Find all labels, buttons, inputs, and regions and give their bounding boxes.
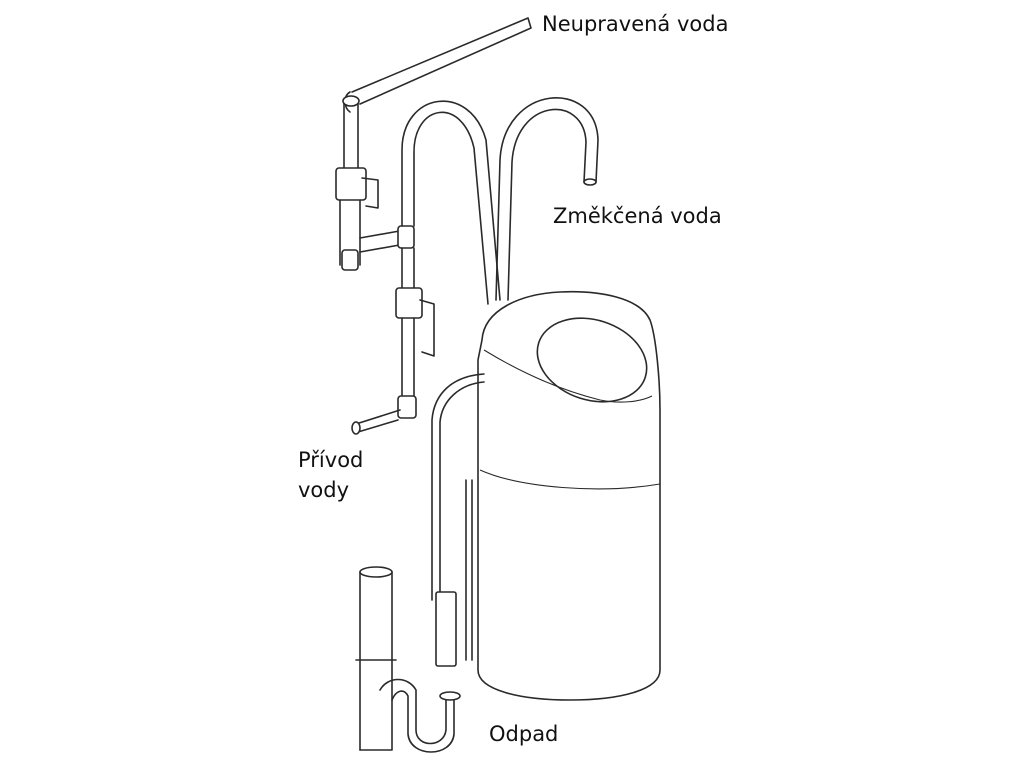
bypass-valve-upper [335, 167, 415, 271]
drain-label: Odpad [489, 722, 559, 746]
raw-water-label: Neupravená voda [542, 12, 729, 36]
left-hose [401, 100, 501, 305]
drain-standpipe [355, 566, 461, 753]
brine-tubes [431, 373, 485, 667]
softener-cabinet [477, 290, 661, 701]
inlet-valve-lower [351, 247, 435, 435]
raw-water-pipe [342, 17, 532, 171]
water-inlet-label: Přívod vody [298, 448, 364, 502]
softened-water-label: Změkčená voda [553, 204, 722, 228]
soft-water-hose [495, 97, 599, 301]
